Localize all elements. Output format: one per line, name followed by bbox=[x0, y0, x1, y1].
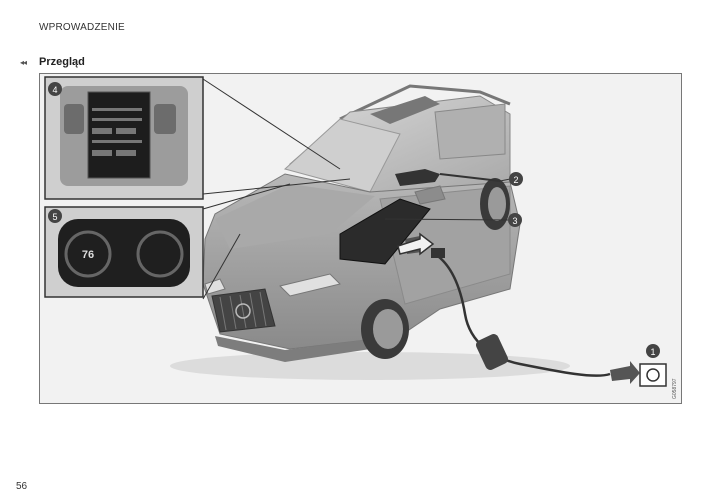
cluster-speed: 76 bbox=[82, 249, 94, 261]
socket-arrow-icon bbox=[610, 361, 640, 384]
callout-5: 5 bbox=[48, 209, 62, 223]
charging-control-box bbox=[476, 334, 508, 370]
interior-component bbox=[395, 169, 440, 186]
car-illustration: 76 1 2 3 4 5 G058797 bbox=[44, 76, 678, 399]
page-title: Przegląd bbox=[39, 56, 85, 68]
charging-plug bbox=[431, 248, 445, 258]
page-number: 56 bbox=[16, 481, 28, 492]
callout-1: 1 bbox=[646, 344, 660, 358]
nav-arrows-icon: ◂◂ bbox=[20, 58, 27, 67]
figure-code: G058797 bbox=[672, 378, 678, 399]
overview-figure: 76 1 2 3 4 5 G058797 bbox=[39, 73, 682, 404]
inset-center-display bbox=[44, 76, 204, 200]
callout-2: 2 bbox=[509, 172, 523, 186]
wall-socket-icon bbox=[639, 363, 667, 387]
callout-4: 4 bbox=[48, 82, 62, 96]
svg-text:2: 2 bbox=[513, 175, 518, 185]
charge-port-arrow-icon bbox=[397, 232, 435, 256]
ground-shadow bbox=[170, 352, 570, 380]
leader-lines bbox=[202, 78, 511, 300]
section-header: WPROWADZENIE bbox=[39, 22, 125, 33]
callout-3: 3 bbox=[508, 213, 522, 227]
svg-text:4: 4 bbox=[52, 85, 57, 95]
svg-text:5: 5 bbox=[52, 212, 57, 222]
svg-text:3: 3 bbox=[512, 216, 517, 226]
battery-shape bbox=[339, 198, 431, 265]
svg-text:1: 1 bbox=[650, 347, 655, 357]
inset-driver-display: 76 bbox=[44, 206, 204, 298]
